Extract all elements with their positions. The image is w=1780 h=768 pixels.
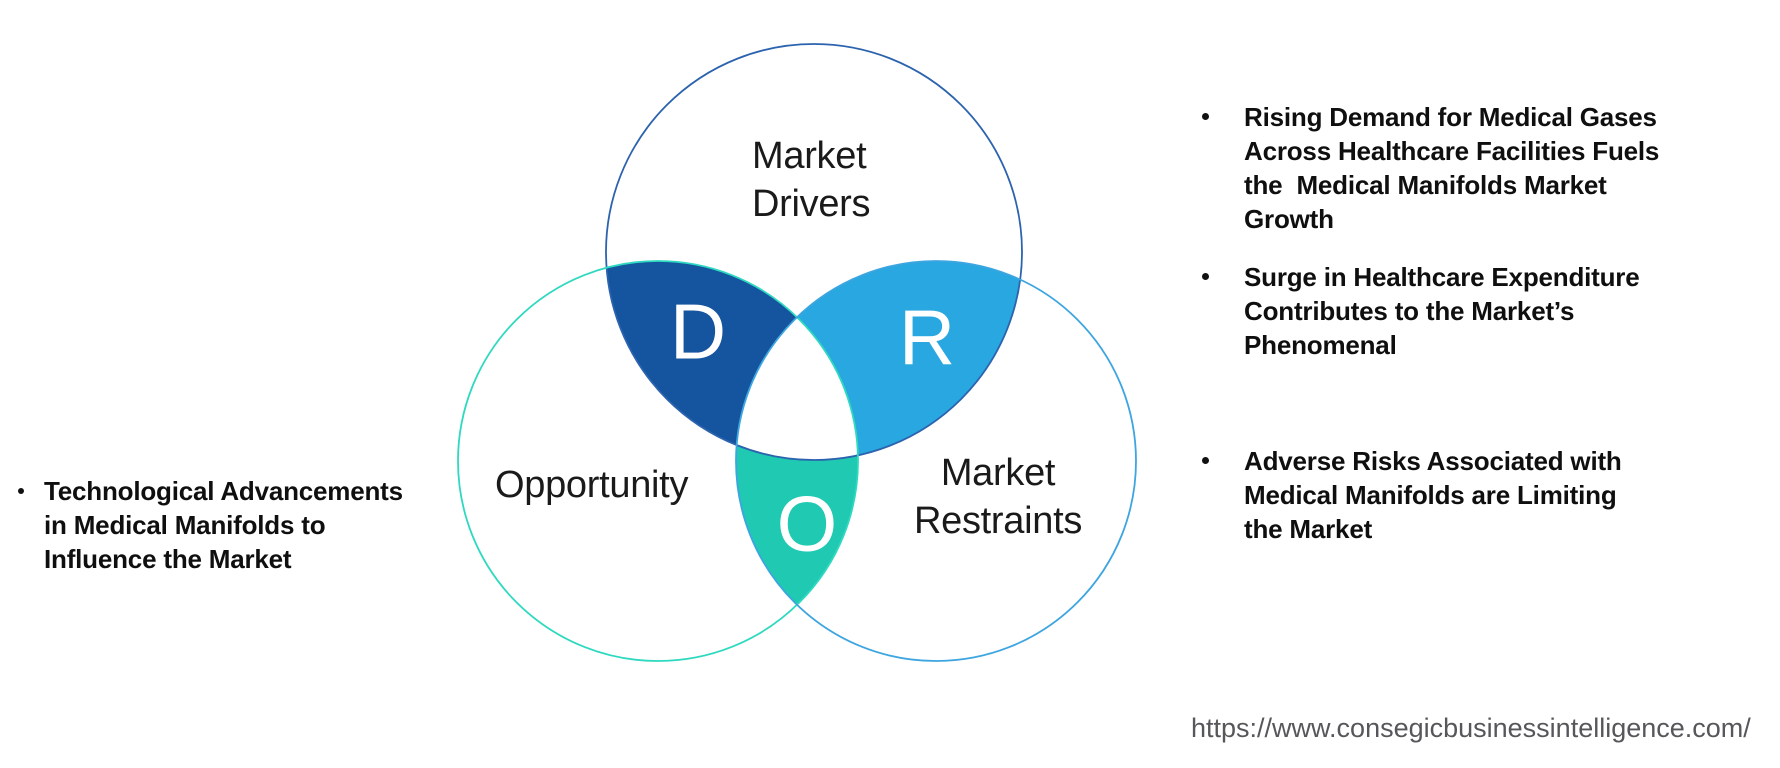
market-restraints-label: Market Restraints — [913, 452, 1083, 542]
drivers-circle-outline — [605, 43, 1023, 461]
letter-d: D — [669, 287, 727, 376]
letter-r: R — [898, 293, 956, 382]
driver-bullet-2-text: Surge in Healthcare Expenditure Contribu… — [1244, 262, 1640, 360]
opportunity-circle-outline — [457, 260, 859, 662]
source-url: https://www.consegicbusinessintelligence… — [1191, 713, 1751, 743]
opportunity-label: Opportunity — [495, 464, 689, 506]
opportunity-bullet: Technological Advancements in Medical Ma… — [18, 474, 403, 576]
bullet-dot-icon — [1202, 113, 1209, 120]
bullet-dot-icon — [18, 488, 24, 494]
restraint-bullet-text: Adverse Risks Associated with Medical Ma… — [1244, 446, 1622, 544]
lens-drivers-opportunity — [606, 261, 858, 460]
restraint-bullet: Adverse Risks Associated with Medical Ma… — [1202, 444, 1622, 546]
letter-o: O — [776, 479, 838, 568]
driver-bullet-1: Rising Demand for Medical Gases Across H… — [1202, 100, 1659, 236]
opportunity-bullet-text: Technological Advancements in Medical Ma… — [44, 476, 403, 574]
lens-drivers-restraints — [736, 261, 1022, 460]
driver-bullet-2: Surge in Healthcare Expenditure Contribu… — [1202, 260, 1640, 362]
market-drivers-label: Market Drivers — [752, 135, 871, 225]
bullet-dot-icon — [1202, 273, 1209, 280]
restraints-circle-outline — [735, 260, 1137, 662]
bullet-dot-icon — [1202, 457, 1209, 464]
driver-bullet-1-text: Rising Demand for Medical Gases Across H… — [1244, 102, 1660, 234]
